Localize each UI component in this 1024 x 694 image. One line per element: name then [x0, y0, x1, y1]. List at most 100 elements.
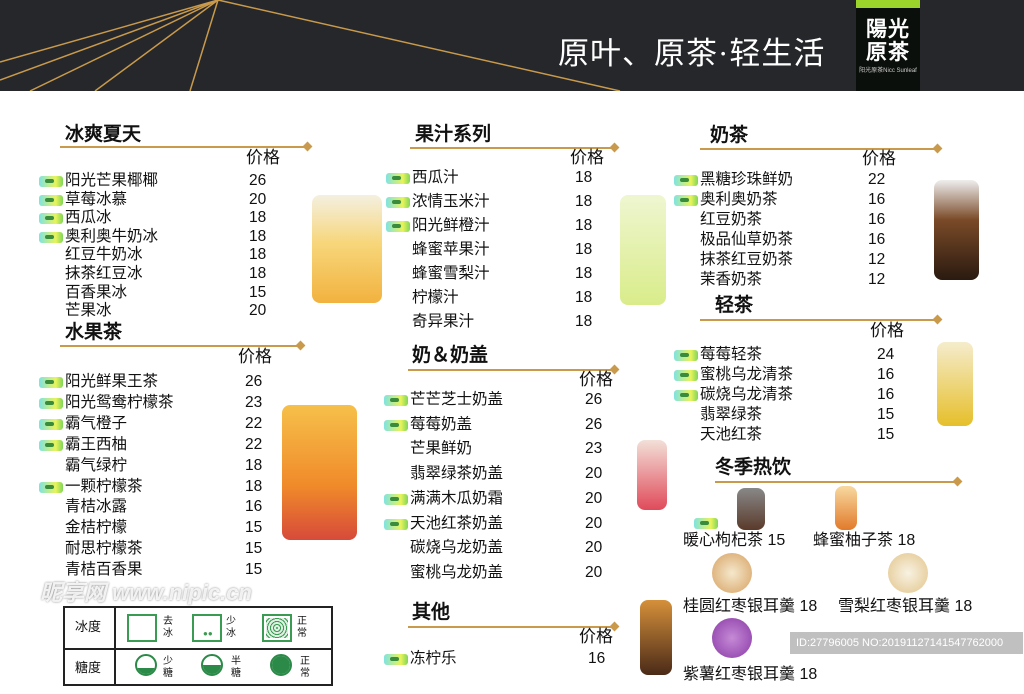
no-ice-label: 去冰	[163, 616, 173, 639]
menu-item-name[interactable]: 冻柠乐	[410, 650, 457, 667]
menu-item-name[interactable]: 碳烧乌龙奶盖	[410, 539, 504, 557]
menu-item-name[interactable]: 霸王西柚	[65, 435, 128, 453]
menu-item-price: 16	[868, 191, 886, 208]
half-sugar-icon	[201, 654, 223, 676]
menu-item-price: 20	[249, 302, 267, 320]
half-sugar-label: 半糖	[231, 656, 241, 679]
new-item-badge-icon	[39, 439, 63, 451]
mango-coconut-drink-image	[312, 195, 382, 303]
menu-item-price: 18	[575, 217, 593, 234]
menu-item-name[interactable]: 西瓜汁	[412, 169, 459, 186]
menu-item-name[interactable]: 红豆奶茶	[700, 211, 763, 228]
section-divider	[60, 345, 298, 347]
menu-item-name[interactable]: 红豆牛奶冰	[65, 246, 143, 264]
menu-item-price: 16	[877, 386, 895, 403]
image-id-watermark: ID:27796005 NO:20191127141547762000	[790, 632, 1023, 654]
header-banner: 原叶、原茶·轻生活 陽光 原茶 阳光原茶Nicc Sunleaf	[0, 0, 1024, 91]
price-column-header: 价格	[246, 148, 280, 167]
menu-item-name[interactable]: 翡翠绿茶	[700, 406, 763, 423]
menu-item-price: 15	[245, 519, 263, 537]
menu-item-price: 20	[585, 465, 603, 483]
menu-item-name[interactable]: 桂圆红枣银耳羹 18	[683, 598, 818, 615]
new-item-badge-icon	[39, 194, 63, 206]
menu-item-name[interactable]: 一颗柠檬茶	[65, 477, 143, 495]
menu-item-name[interactable]: 茉香奶茶	[700, 271, 763, 288]
menu-item-price: 16	[868, 211, 886, 228]
menu-item-name[interactable]: 西瓜冰	[65, 209, 112, 227]
new-item-badge-icon	[674, 195, 698, 206]
menu-item-price: 18	[575, 169, 593, 186]
menu-item-name[interactable]: 蜂蜜雪梨汁	[412, 265, 490, 282]
menu-item-name[interactable]: 芒果冰	[65, 302, 112, 320]
menu-item-price: 12	[868, 251, 886, 268]
menu-item-name[interactable]: 阳光鲜橙汁	[412, 217, 490, 234]
menu-item-name[interactable]: 芒芒芝士奶盖	[410, 391, 504, 408]
ice-level-label: 冰度	[75, 619, 102, 634]
menu-item-name[interactable]: 霸气绿柠	[65, 456, 128, 474]
menu-item-name[interactable]: 莓莓奶盖	[410, 415, 473, 433]
menu-item-name[interactable]: 金桔柠檬	[65, 519, 128, 537]
menu-item-name[interactable]: 天池红茶奶盖	[410, 514, 504, 532]
ice-sugar-legend: 冰度 糖度 去冰 ●● 少冰 正常 少糖 半糖 正常	[63, 606, 333, 686]
menu-item-name[interactable]: 天池红茶	[700, 426, 763, 443]
menu-item-price: 18	[575, 313, 593, 330]
menu-item-name[interactable]: 阳光鲜果王茶	[65, 373, 159, 390]
menu-item-name[interactable]: 奥利奥奶茶	[700, 191, 778, 208]
menu-item-name[interactable]: 阳光芒果椰椰	[65, 172, 159, 189]
menu-item-name[interactable]: 百香果冰	[65, 283, 128, 301]
price-column-header: 价格	[238, 347, 272, 366]
menu-item-name[interactable]: 满满木瓜奶霜	[410, 489, 504, 507]
menu-item-name[interactable]: 莓莓轻茶	[700, 346, 763, 363]
menu-item-name[interactable]: 碳烧乌龙清茶	[700, 386, 794, 403]
new-item-badge-icon	[386, 173, 410, 184]
menu-item-name[interactable]: 青桔百香果	[65, 561, 143, 579]
menu-item-name[interactable]: 黑糖珍珠鲜奶	[700, 171, 794, 188]
menu-item-price: 18	[575, 193, 593, 210]
section-divider	[60, 146, 305, 148]
menu-item-name[interactable]: 奥利奥牛奶冰	[65, 227, 159, 245]
menu-item-name[interactable]: 暖心枸杞茶 15	[683, 532, 786, 549]
normal-ice-label: 正常	[297, 616, 307, 639]
new-item-badge-icon	[39, 397, 63, 409]
menu-item-name[interactable]: 极品仙草奶茶	[700, 231, 794, 248]
gold-lines-decoration	[0, 0, 621, 91]
menu-item-name[interactable]: 青桔冰露	[65, 498, 128, 516]
menu-item-price: 23	[245, 393, 263, 411]
menu-item-price: 15	[245, 561, 263, 579]
menu-item-price: 24	[877, 346, 895, 363]
menu-item-price: 22	[245, 414, 263, 432]
new-item-badge-icon	[674, 175, 698, 186]
menu-item-price: 18	[575, 289, 593, 306]
menu-item-name[interactable]: 雪梨红枣银耳羹 18	[838, 598, 973, 615]
goji-tea-image	[737, 488, 765, 530]
pear-soup-image	[888, 553, 928, 593]
menu-item-name[interactable]: 蜂蜜苹果汁	[412, 241, 490, 258]
menu-item-name[interactable]: 阳光鸳鸯柠檬茶	[65, 393, 174, 411]
menu-item-name[interactable]: 蜜桃乌龙清茶	[700, 366, 794, 383]
price-column-header: 价格	[579, 627, 613, 646]
menu-item-name[interactable]: 霸气橙子	[65, 414, 128, 432]
honey-citron-tea-image	[835, 486, 857, 530]
menu-item-price: 16	[588, 650, 606, 667]
menu-item-price: 26	[249, 172, 267, 189]
new-item-badge-icon	[694, 518, 718, 529]
purple-potato-soup-image	[712, 618, 752, 658]
menu-item-name[interactable]: 柠檬汁	[412, 289, 459, 306]
menu-item-name[interactable]: 草莓冰慕	[65, 190, 128, 208]
section-divider	[408, 626, 612, 628]
menu-item-name[interactable]: 奇异果汁	[412, 313, 475, 330]
menu-item-name[interactable]: 芒果鲜奶	[410, 440, 473, 458]
menu-item-name[interactable]: 紫薯红枣银耳羹 18	[683, 666, 818, 683]
menu-item-price: 18	[249, 246, 267, 264]
menu-item-name[interactable]: 耐思柠檬茶	[65, 540, 143, 558]
menu-item-name[interactable]: 翡翠绿茶奶盖	[410, 465, 504, 483]
menu-item-name[interactable]: 蜜桃乌龙奶盖	[410, 563, 504, 581]
menu-item-name[interactable]: 抹茶红豆奶茶	[700, 251, 794, 268]
new-item-badge-icon	[39, 213, 63, 225]
brand-logo: 陽光 原茶 阳光原茶Nicc Sunleaf	[856, 0, 920, 91]
menu-item-name[interactable]: 抹茶红豆冰	[65, 265, 143, 282]
menu-item-name[interactable]: 浓情玉米汁	[412, 193, 490, 210]
menu-item-price: 20	[585, 489, 603, 507]
menu-item-name[interactable]: 蜂蜜柚子茶 18	[813, 532, 916, 549]
section-title-naicha: 奶茶	[710, 125, 749, 146]
